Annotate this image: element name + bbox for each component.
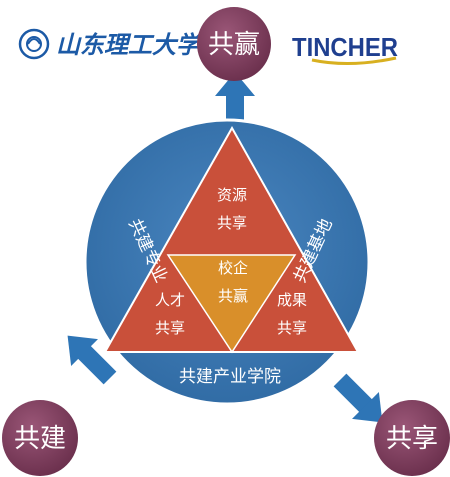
right-segment-line2: 共享 [277, 319, 307, 337]
center-segment-line1: 校企 [218, 259, 248, 277]
ring-bottom-label: 共建产业学院 [179, 367, 281, 387]
company-name: TINCHER [292, 32, 398, 62]
right-segment-line1: 成果 [277, 291, 307, 309]
center-triangle [166, 254, 297, 354]
outcome-bottom-left: 共建 [2, 400, 78, 476]
outcome-top: 共赢 [197, 7, 271, 81]
university-emblem-icon [18, 28, 50, 60]
outcome-top-label: 共赢 [208, 30, 260, 60]
top-segment-line1: 资源 [217, 186, 247, 204]
left-segment-line1: 人才 [155, 291, 185, 309]
center-segment-line2: 共赢 [218, 287, 248, 305]
arrow-down-right-icon [333, 373, 383, 423]
left-segment-line2: 共享 [155, 319, 185, 337]
company-logo: TINCHER [292, 32, 398, 66]
outcome-bottom-right-label: 共享 [386, 424, 438, 454]
company-swoosh-icon [311, 56, 397, 66]
university-name: 山东理工大学 [56, 30, 203, 59]
outcome-bottom-left-label: 共建 [14, 424, 66, 454]
top-segment-line2: 共享 [217, 214, 247, 232]
university-logo: 山东理工大学 [18, 28, 203, 60]
arrow-down-left-icon [67, 335, 117, 385]
outcome-bottom-right: 共享 [374, 400, 450, 476]
